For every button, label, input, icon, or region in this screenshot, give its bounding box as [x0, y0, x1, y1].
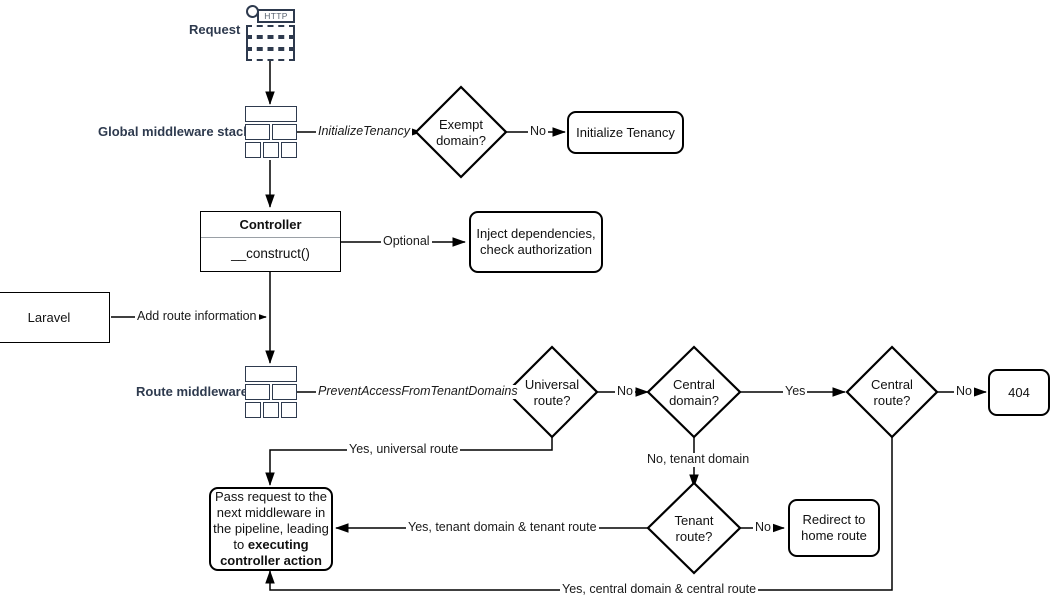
- edge-label-tenant-route-no: No: [753, 520, 773, 535]
- controller-header: Controller: [201, 212, 340, 238]
- middleware-stack-icon-route: [245, 366, 297, 418]
- route-stack-tier3-box1: [245, 402, 261, 418]
- pass-request-line2: next middleware in: [216, 505, 326, 521]
- route-stack-tier3-box2: [263, 402, 279, 418]
- edge-label-prevent-access: PreventAccessFromTenantDomains: [316, 384, 520, 399]
- edge-label-optional: Optional: [381, 234, 432, 249]
- stack-tier2-box1: [245, 124, 270, 140]
- stack-tier3-box1: [245, 142, 261, 158]
- edge-label-yes-central-domain-central-route: Yes, central domain & central route: [560, 582, 759, 597]
- route-stack-tier3-box3: [281, 402, 297, 418]
- http-protocol-label: HTTP: [257, 9, 295, 23]
- pass-request-line5-bold: controller action: [220, 552, 322, 568]
- pass-request-line1: Pass request to the: [214, 489, 327, 505]
- edge-label-central-domain-yes: Yes: [783, 384, 808, 399]
- node-controller[interactable]: Controller __construct(): [200, 211, 341, 272]
- node-pass-request[interactable]: Pass request to the next middleware in t…: [209, 487, 333, 571]
- decision-tenant-route: [646, 481, 742, 575]
- edge-label-exempt-no: No: [528, 124, 548, 139]
- inject-dependencies-line1: Inject dependencies,: [476, 226, 596, 242]
- http-dashed-row-2: [246, 37, 295, 49]
- stack-tier2-box2: [272, 124, 297, 140]
- node-404[interactable]: 404: [988, 369, 1050, 416]
- middleware-stack-icon-global: [245, 106, 297, 158]
- redirect-home-line1: Redirect to: [802, 512, 866, 528]
- pass-request-line4-bold: executing: [247, 536, 309, 552]
- decision-central-domain: [646, 345, 742, 439]
- stack-tier3-box2: [263, 142, 279, 158]
- row-label-request: Request: [189, 22, 241, 37]
- node-inject-dependencies[interactable]: Inject dependencies, check authorization: [469, 211, 603, 273]
- edge-label-universal-no: No: [615, 384, 635, 399]
- row-label-global-middleware-stack: Global middleware stack: [98, 124, 251, 139]
- pass-request-line3: the pipeline, leading: [213, 521, 329, 537]
- initialize-tenancy-label: Initialize Tenancy: [576, 124, 675, 140]
- decision-central-route: [845, 345, 939, 439]
- laravel-label: Laravel: [27, 309, 71, 325]
- node-laravel[interactable]: Laravel: [0, 292, 110, 343]
- node-redirect-home-route[interactable]: Redirect to home route: [788, 499, 880, 557]
- http-request-icon: HTTP: [246, 5, 295, 61]
- edge-label-yes-tenant-domain-tenant-route: Yes, tenant domain & tenant route: [406, 520, 599, 535]
- edge-label-no-tenant-domain: No, tenant domain: [645, 452, 752, 467]
- route-stack-tier2-box1: [245, 384, 270, 400]
- http-dashed-row-1: [246, 25, 295, 37]
- redirect-home-line2: home route: [801, 528, 867, 543]
- stack-tier3-box3: [281, 142, 297, 158]
- http-dashed-row-3: [246, 49, 295, 61]
- controller-method: __construct(): [231, 245, 310, 261]
- row-label-route-middleware: Route middleware: [136, 384, 248, 399]
- edge-label-add-route-information: Add route information: [135, 309, 259, 324]
- decision-universal-route: [505, 345, 599, 439]
- edge-label-central-route-no: No: [954, 384, 974, 399]
- edge-label-initialize-tenancy: InitializeTenancy: [316, 124, 412, 139]
- route-stack-tier2-box2: [272, 384, 297, 400]
- not-found-label: 404: [1008, 384, 1030, 400]
- inject-dependencies-line2: check authorization: [479, 242, 592, 257]
- decision-exempt-domain: [414, 85, 508, 179]
- route-stack-tier1-box: [245, 366, 297, 382]
- pass-request-line4-prefix: to: [233, 536, 248, 552]
- node-initialize-tenancy[interactable]: Initialize Tenancy: [567, 111, 684, 154]
- stack-tier1-box: [245, 106, 297, 122]
- edge-label-yes-universal-route: Yes, universal route: [347, 442, 461, 457]
